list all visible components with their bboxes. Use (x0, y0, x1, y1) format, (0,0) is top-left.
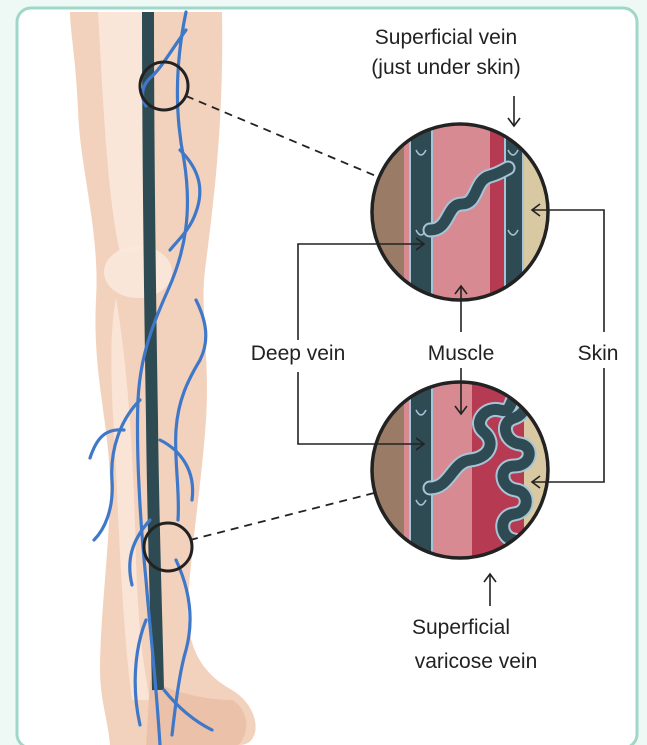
label-muscle: Muscle (428, 342, 495, 365)
label-superficial-vein-line2: (just under skin) (371, 56, 520, 79)
label-deep-vein: Deep vein (251, 342, 346, 365)
deep-vein-section-varicose (410, 378, 432, 568)
label-varicose-line2: varicose vein (415, 650, 538, 673)
label-varicose-line1: Superficial (412, 616, 510, 639)
label-skin: Skin (578, 342, 619, 365)
knee-cap (104, 246, 172, 298)
deep-vein-section (410, 120, 432, 310)
label-superficial-vein-line1: Superficial vein (375, 26, 517, 49)
